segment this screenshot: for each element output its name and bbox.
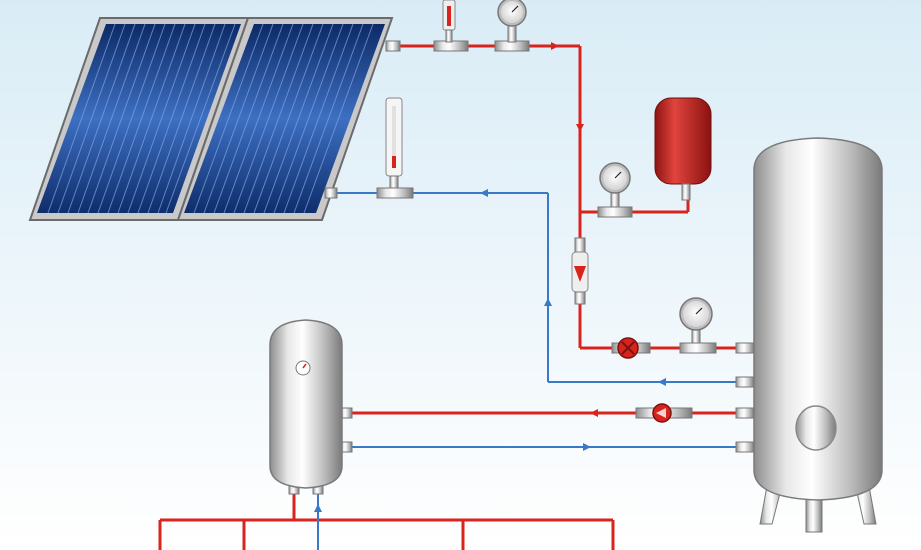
solar-panel-icon xyxy=(193,23,374,214)
cold-return-pipe xyxy=(317,192,744,550)
solar-collector-2[interactable] xyxy=(176,17,394,221)
expansion-vessel[interactable] xyxy=(654,97,712,201)
solar-panel-icon xyxy=(47,23,236,214)
storage-tank[interactable] xyxy=(753,137,883,533)
storage-tank-icon xyxy=(753,137,883,501)
return-thermometer[interactable] xyxy=(324,97,414,199)
boiler-icon xyxy=(269,319,343,489)
shutoff-valve[interactable] xyxy=(611,337,651,359)
flow-meter[interactable] xyxy=(571,237,589,305)
tank-manhole xyxy=(795,405,837,451)
boiler[interactable] xyxy=(269,319,343,489)
pressure-gauge-mid[interactable] xyxy=(597,162,633,218)
collector-outlet-fitting xyxy=(385,40,530,52)
circulation-pump[interactable] xyxy=(635,403,693,423)
flow-arrows-cold xyxy=(314,189,666,512)
expansion-tank-icon xyxy=(654,97,712,185)
pressure-gauge-tank[interactable] xyxy=(679,297,717,354)
air-vent-thermometer[interactable] xyxy=(442,0,456,43)
pressure-gauge-top[interactable] xyxy=(497,0,527,43)
flow-arrows-hot xyxy=(551,42,598,417)
